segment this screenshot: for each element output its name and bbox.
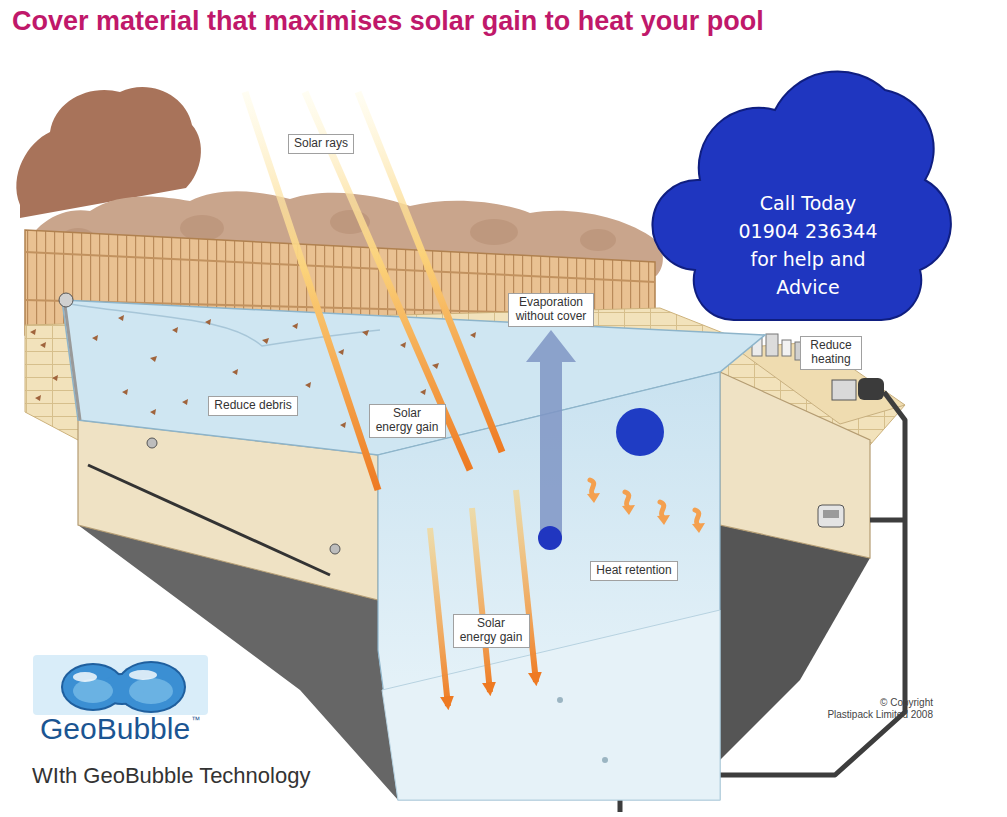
pool-hopper xyxy=(720,525,870,760)
solar-ray xyxy=(358,92,502,452)
label-text: Solar rays xyxy=(294,137,348,151)
cloud-outline xyxy=(652,71,950,320)
solar-ray xyxy=(430,528,448,706)
chemical-container xyxy=(782,340,791,356)
solar-ray xyxy=(472,508,490,692)
cloud-shape xyxy=(655,30,960,350)
label-text: Heat retention xyxy=(596,564,671,578)
logo-ground xyxy=(33,655,208,715)
label-text: Evaporation without cover xyxy=(514,296,588,324)
skimmer xyxy=(818,505,844,527)
solar-gain-label: Solar energy gain xyxy=(453,614,530,648)
tagline: WIth GeoBubble Technology xyxy=(32,763,310,789)
cover-edge xyxy=(70,304,380,346)
drain xyxy=(602,757,608,763)
ray-label: Solar rays xyxy=(288,134,354,154)
bubble-highlight xyxy=(129,670,157,680)
bubble-highlight xyxy=(73,672,97,682)
evaporation-label: Evaporation without cover xyxy=(508,293,594,327)
bubble-highlight xyxy=(73,679,113,703)
chemical-container xyxy=(766,334,778,356)
evaporation-arrow xyxy=(526,330,576,540)
solar-gain-label: Solar energy gain xyxy=(369,404,446,438)
heat-label: Heat retention xyxy=(590,561,677,581)
solar-ray xyxy=(516,490,536,682)
page-title: Cover material that maximises solar gain… xyxy=(12,6,764,37)
cover-roller-end xyxy=(59,293,73,307)
benefit-label: Reduce debris xyxy=(208,396,297,416)
pump-body xyxy=(832,380,856,400)
label-text: Solar energy gain xyxy=(459,617,524,645)
tree xyxy=(16,87,201,218)
callout-text: Call Today 01904 236344 for help and Adv… xyxy=(736,189,881,301)
trademark-mark: ™ xyxy=(191,715,200,725)
cover-roller xyxy=(64,298,80,420)
heat-arrow xyxy=(622,492,635,515)
blue-dot xyxy=(538,526,562,550)
label-text: Solar energy gain xyxy=(375,407,440,435)
pool-floor xyxy=(382,610,720,800)
blue-dot xyxy=(616,408,664,456)
water-surface xyxy=(62,300,765,455)
pool-wall xyxy=(720,372,870,558)
wall-pipe xyxy=(88,465,330,575)
copyright-note: © Copyright xyxy=(880,697,933,709)
brand-logo: GeoBubble xyxy=(33,655,208,755)
callout-cloud: Call Today 01904 236344 for help and Adv… xyxy=(655,30,960,350)
skimmer-mouth xyxy=(823,510,839,518)
bubble-highlight xyxy=(129,678,173,704)
wall-fitting xyxy=(147,438,157,448)
label-text: Reduce heating xyxy=(806,339,856,367)
logo-text: GeoBubble xyxy=(40,712,190,745)
heat-arrow xyxy=(692,510,705,533)
benefit-label: Reduce heating xyxy=(800,336,862,370)
drain xyxy=(557,697,563,703)
wall-fitting xyxy=(330,544,340,554)
solar-ray xyxy=(245,92,378,490)
label-text: Reduce debris xyxy=(214,399,291,413)
copyright-note: Plastipack Limited 2008 xyxy=(827,709,933,721)
cloud-text: Call Today 01904 236344 for help and Adv… xyxy=(736,189,881,301)
logo-wordmark: GeoBubble xyxy=(40,712,190,745)
heat-arrow xyxy=(657,502,670,525)
heat-arrow xyxy=(587,480,600,503)
pump-motor xyxy=(858,378,884,400)
